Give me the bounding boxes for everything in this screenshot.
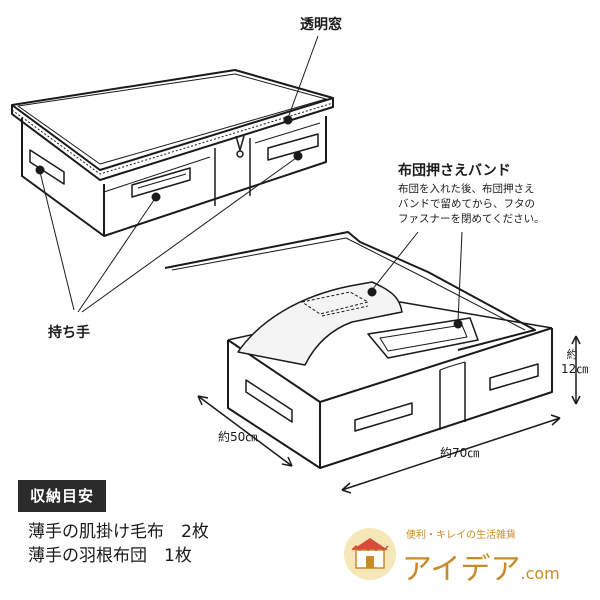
dimension-arrows <box>197 335 581 494</box>
depth-dimension: 約50㎝ <box>218 430 258 444</box>
band-description: 布団を入れた後、布団押さえ バンドで留めてから、フタの ファスナーを閉めてくださ… <box>398 182 588 227</box>
transparent-window-label: 透明窓 <box>300 17 342 33</box>
height-dimension-value: 12㎝ <box>561 362 589 376</box>
shop-icon <box>344 528 396 580</box>
capacity-list: 薄手の肌掛け毛布 2枚 薄手の羽根布団 1枚 <box>28 520 209 568</box>
band-title-label: 布団押さえバンド <box>398 163 511 179</box>
brand-name-text: アイデア <box>402 552 521 587</box>
band-description-line: バンドで留めてから、フタの <box>398 198 536 210</box>
capacity-heading: 収納目安 <box>18 480 107 512</box>
brand-domain: .com <box>520 564 560 583</box>
leader-lines <box>35 35 463 329</box>
capacity-item: 薄手の羽根布団 1枚 <box>28 546 192 566</box>
band-description-line: 布団を入れた後、布団押さえ <box>398 183 535 195</box>
brand-name: アイデア.com <box>402 544 560 588</box>
handle-label: 持ち手 <box>48 325 90 341</box>
width-dimension: 約70㎝ <box>440 446 480 460</box>
closed-case-drawing <box>11 69 334 237</box>
brand-tagline: 便利・キレイの生活雑貨 <box>406 530 516 541</box>
open-case-drawing <box>164 231 553 469</box>
height-dimension-prefix: 約 <box>566 348 578 361</box>
capacity-item: 薄手の肌掛け毛布 2枚 <box>28 522 209 542</box>
brand-logo: 便利・キレイの生活雑貨 アイデア.com <box>340 522 595 588</box>
band-description-line: ファスナーを閉めてください。 <box>398 213 545 225</box>
